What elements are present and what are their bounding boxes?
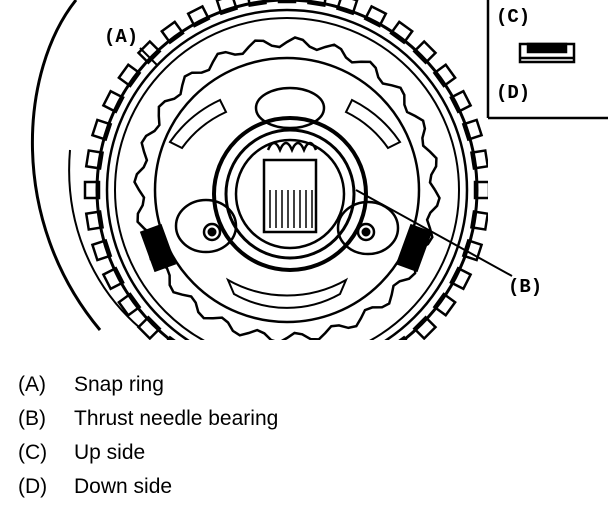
carrier-lug-right [395, 223, 433, 273]
planet-pin-right-hub [361, 227, 371, 237]
legend-row-b: (B) Thrust needle bearing [18, 402, 438, 436]
drum-tooth [473, 180, 488, 200]
drum-tooth [412, 315, 438, 340]
drum-tooth [461, 118, 484, 142]
drum-tooth [432, 63, 457, 88]
drum-tooth [136, 315, 162, 340]
drum-tooth [84, 149, 104, 170]
drum-tooth [117, 63, 142, 88]
carrier-slot-left [168, 98, 228, 150]
clutch-drum-teeth [83, 0, 488, 340]
clutch-plate-ring [153, 56, 421, 324]
drum-tooth [186, 4, 211, 28]
thrust-bearing-outer [212, 116, 368, 272]
snap-ring-inner [114, 17, 460, 340]
drum-tooth [389, 20, 414, 45]
legend-row-a: (A) Snap ring [18, 368, 438, 402]
drum-tooth [117, 292, 142, 317]
legend-text: Down side [74, 475, 173, 498]
snap-ring-outer [105, 8, 469, 340]
legend-key: (A) [18, 373, 46, 396]
callout-c-label: (C) [496, 6, 530, 28]
drum-tooth [101, 266, 125, 291]
callout-d-label: (D) [496, 82, 530, 104]
drum-tooth [449, 266, 473, 291]
legend-text: Snap ring [74, 373, 164, 396]
drum-tooth [335, 0, 359, 16]
drum-tooth [84, 210, 104, 231]
plate-wave-path [133, 36, 441, 340]
callout-a-label: (A) [104, 26, 138, 48]
drum-tooth [461, 238, 484, 262]
drum-tooth [307, 0, 328, 7]
thrust-bearing-inner [224, 128, 356, 260]
housing-outline [31, 0, 102, 331]
drum-tooth [83, 180, 101, 200]
shaft-body [262, 158, 318, 234]
planet-pocket-right [336, 200, 400, 256]
drum-tooth [160, 335, 185, 340]
legend: (A) Snap ring (B) Thrust needle bearing … [18, 368, 438, 504]
drum-tooth [389, 335, 414, 340]
drum-tooth [90, 118, 113, 142]
drum-tooth [470, 149, 488, 170]
drum-tooth [136, 39, 162, 65]
drum-tooth [277, 0, 297, 4]
drum-tooth [363, 4, 388, 28]
drum-tooth [160, 20, 185, 45]
bearing-race [234, 138, 346, 250]
legend-row-d: (D) Down side [18, 470, 438, 504]
legend-text: Up side [74, 441, 146, 464]
drum-tooth [470, 210, 488, 231]
housing-inner-edge [68, 149, 141, 329]
bearing-orientation-icon [518, 42, 576, 64]
legend-text: Thrust needle bearing [74, 407, 279, 430]
carrier-lug-left [139, 223, 177, 273]
carrier-slot-right [344, 98, 402, 150]
legend-key: (C) [18, 441, 48, 464]
shaft-splines [269, 190, 313, 228]
clutch-drum-ring [95, 0, 479, 340]
drum-tooth [449, 89, 473, 114]
planet-pin-left-hub [207, 227, 217, 237]
clutch-assembly-diagram: (A) (B) (C) (D) [31, 0, 608, 340]
planet-pin-left [202, 222, 222, 242]
clutch-plate-wave [133, 36, 441, 340]
callout-a-leader [139, 47, 159, 67]
legend-row-c: (C) Up side [18, 436, 438, 470]
legend-key: (D) [18, 475, 48, 498]
drum-tooth [412, 39, 438, 65]
callout-b-label: (B) [508, 276, 542, 298]
carrier-slot-bottom [225, 277, 349, 309]
planet-pocket-top [254, 86, 326, 130]
drum-tooth [432, 292, 457, 317]
callout-b-leader [355, 189, 513, 277]
gear-teeth-top [266, 141, 318, 154]
drum-tooth [90, 238, 113, 262]
drum-tooth [246, 0, 267, 7]
drum-tooth [215, 0, 239, 16]
drum-tooth [101, 89, 125, 114]
legend-key: (B) [18, 407, 46, 430]
